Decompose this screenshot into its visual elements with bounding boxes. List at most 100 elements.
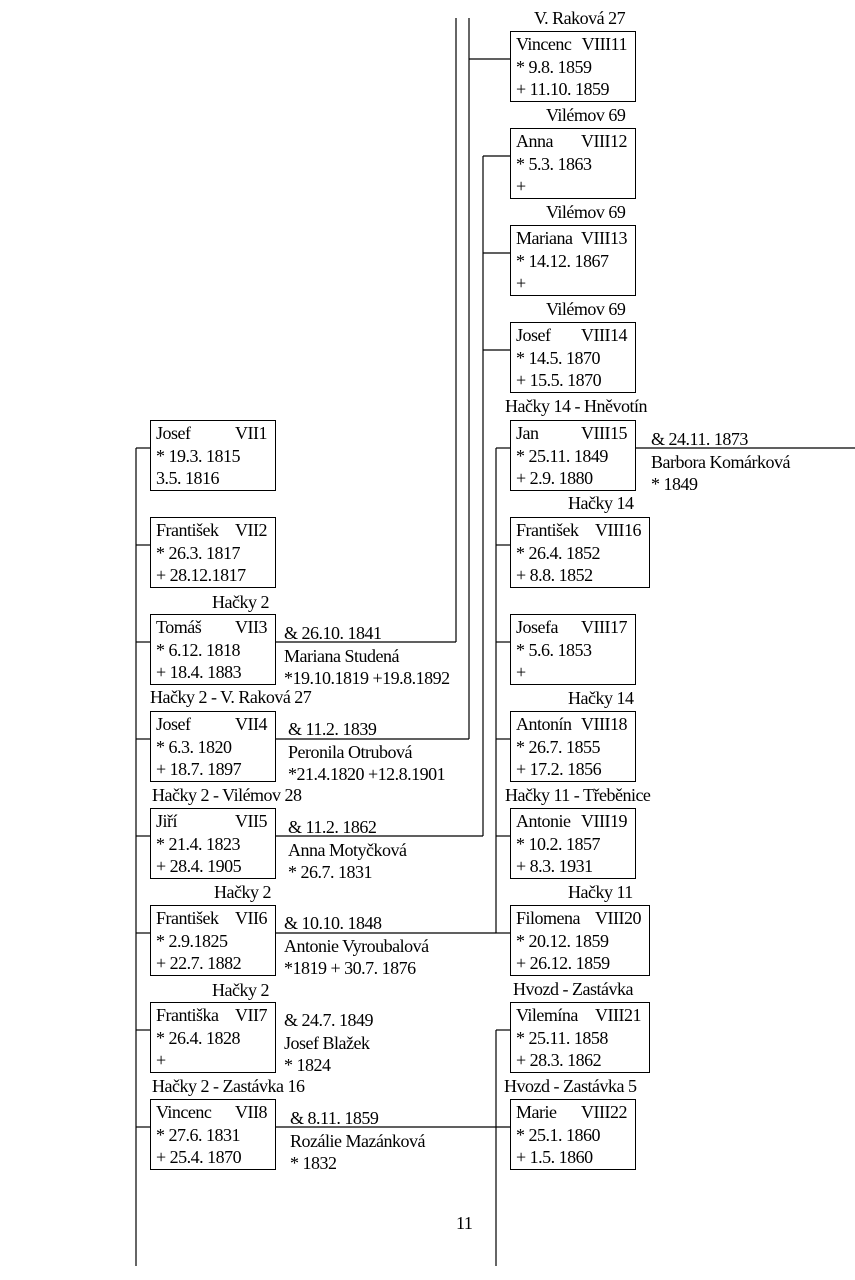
person-box-vii3: Tomáš VII3 * 6.12. 1818 + 18.4. 1883 <box>150 614 276 685</box>
spouse-dates: * 1824 <box>284 1055 331 1075</box>
spouse-name: Anna Motyčková <box>288 839 407 860</box>
marriage-info: & 10.10. 1848 Antonie Vyroubalová *1819 … <box>284 912 429 980</box>
person-death: + <box>156 1050 166 1070</box>
person-name: František <box>516 520 579 540</box>
person-death: + 25.4. 1870 <box>156 1147 242 1167</box>
person-code: VII4 <box>235 714 268 734</box>
person-birth: * 6.12. 1818 <box>156 639 241 660</box>
place-label: Hačky 2 <box>212 980 269 1000</box>
person-death: + 8.8. 1852 <box>516 565 593 585</box>
person-code: VIII11 <box>581 34 628 54</box>
person-death: + 26.12. 1859 <box>516 953 610 973</box>
spouse-name: Barbora Komárková <box>651 451 790 472</box>
place-label: Hačky 2 <box>212 592 269 612</box>
person-name: Josef <box>516 325 551 345</box>
person-birth: * 26.4. 1852 <box>516 542 601 563</box>
marriage-info: & 24.7. 1849 Josef Blažek * 1824 <box>284 1009 374 1077</box>
marriage-date: & 11.2. 1839 <box>288 719 377 739</box>
place-label: Hvozd - Zastávka <box>513 979 633 999</box>
person-death: + 22.7. 1882 <box>156 953 242 973</box>
person-death: + 1.5. 1860 <box>516 1147 593 1167</box>
marriage-date: & 10.10. 1848 <box>284 913 382 933</box>
place-label: Hačky 11 - Třeběnice <box>505 785 651 805</box>
marriage-info: & 11.2. 1862 Anna Motyčková * 26.7. 1831 <box>288 816 407 884</box>
person-death: + 2.9. 1880 <box>516 468 593 488</box>
person-code: VIII22 <box>581 1102 627 1122</box>
marriage-date: & 24.7. 1849 <box>284 1010 374 1030</box>
spouse-dates: *1819 + 30.7. 1876 <box>284 958 416 978</box>
place-label: Hačky 14 <box>568 493 634 513</box>
person-code: VIII13 <box>581 228 627 248</box>
person-birth: * 14.12. 1867 <box>516 250 609 271</box>
person-birth: * 25.1. 1860 <box>516 1124 601 1145</box>
marriage-date: & 24.11. 1873 <box>651 429 748 449</box>
person-name: Anna <box>516 131 554 151</box>
person-code: VIII15 <box>581 423 627 443</box>
person-code: VIII14 <box>581 325 627 345</box>
place-label: Vilémov 69 <box>546 299 626 319</box>
marriage-info: & 8.11. 1859 Rozálie Mazánková * 1832 <box>290 1107 425 1175</box>
person-death: + 15.5. 1870 <box>516 370 602 390</box>
marriage-info: & 24.11. 1873 Barbora Komárková * 1849 <box>651 428 790 496</box>
person-name: Vilemína <box>516 1005 578 1025</box>
person-name: František <box>156 908 219 928</box>
person-death: + 18.7. 1897 <box>156 759 242 779</box>
person-death: + 8.3. 1931 <box>516 856 593 876</box>
person-code: VII2 <box>235 520 268 540</box>
person-name: Antonín <box>516 714 572 734</box>
person-birth: * 2.9.1825 <box>156 930 228 951</box>
person-birth: * 14.5. 1870 <box>516 347 601 368</box>
person-code: VII5 <box>235 811 268 831</box>
person-box-viii14: Josef VIII14 * 14.5. 1870 + 15.5. 1870 <box>510 322 636 393</box>
spouse-dates: * 1849 <box>651 474 698 494</box>
person-birth: * 21.4. 1823 <box>156 833 241 854</box>
person-death: + <box>516 662 526 682</box>
place-label: Hačky 2 - Vilémov 28 <box>152 785 302 805</box>
person-birth: * 26.4. 1828 <box>156 1027 241 1048</box>
person-name: František <box>156 520 219 540</box>
person-name: Jiří <box>156 811 178 831</box>
person-code: VIII20 <box>595 908 641 928</box>
spouse-name: Mariana Studená <box>284 645 399 666</box>
person-death: + <box>516 273 526 293</box>
place-label: Hačky 2 <box>214 882 271 902</box>
person-birth: * 20.12. 1859 <box>516 930 609 951</box>
person-name: Jan <box>516 423 539 443</box>
person-death: + 28.3. 1862 <box>516 1050 602 1070</box>
person-name: Josefa <box>516 617 558 637</box>
person-death: 3.5. 1816 <box>156 468 220 488</box>
place-label: Hačky 14 - Hněvotín <box>505 396 647 416</box>
person-code: VIII12 <box>581 131 627 151</box>
marriage-date: & 11.2. 1862 <box>288 817 377 837</box>
person-death: + 17.2. 1856 <box>516 759 602 779</box>
person-code: VII3 <box>235 617 268 637</box>
spouse-dates: * 1832 <box>290 1153 337 1173</box>
person-death: + 11.10. 1859 <box>516 79 609 99</box>
place-label: Hvozd - Zastávka 5 <box>504 1076 637 1096</box>
person-name: Františka <box>156 1005 219 1025</box>
person-death: + 18.4. 1883 <box>156 662 242 682</box>
place-label: Hačky 2 - Zastávka 16 <box>152 1076 305 1096</box>
marriage-info: & 26.10. 1841 Mariana Studená *19.10.181… <box>284 622 450 690</box>
person-code: VII8 <box>235 1102 268 1122</box>
person-code: VIII18 <box>581 714 627 734</box>
place-label: Hačky 2 - V. Raková 27 <box>150 687 312 707</box>
person-name: Josef <box>156 423 191 443</box>
person-birth: * 9.8. 1859 <box>516 56 592 77</box>
person-name: Vincenc <box>156 1102 212 1122</box>
person-name: Tomáš <box>156 617 202 637</box>
